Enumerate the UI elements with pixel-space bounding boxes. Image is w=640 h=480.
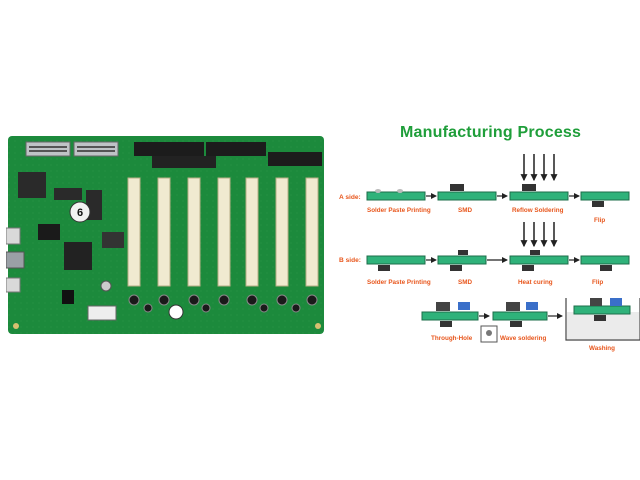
b-step-2-label: SMD: [458, 279, 472, 286]
th-step-2-label: Wave soldering: [500, 335, 547, 342]
top-header-2: [206, 142, 266, 156]
a-step-1-label: Solder Paste Printing: [367, 207, 431, 214]
top-connector-2: [73, 141, 119, 157]
top-connector-1: [25, 141, 71, 157]
a-step-3-label: Reflow Soldering: [512, 207, 564, 214]
b-side-row: [366, 222, 630, 271]
diagram-title: Manufacturing Process: [400, 124, 582, 141]
b-side-label: B side:: [339, 257, 361, 264]
a-side-row: [366, 154, 630, 207]
a-step-4-label: Flip: [594, 217, 606, 224]
pci-slot-7: [305, 177, 319, 287]
pci-slot-3: [187, 177, 201, 287]
capacitor-row: [128, 294, 318, 313]
pci-slot-4: [217, 177, 231, 287]
a-step2-plate: [437, 191, 497, 201]
pci-slot-2: [157, 177, 171, 287]
side-port-1: [5, 251, 25, 269]
pcb-board-image: 6: [5, 132, 328, 340]
b-step-4-label: Flip: [592, 279, 604, 286]
pci-slot-5: [245, 177, 259, 287]
top-header-1: [134, 142, 204, 156]
th-step-3-label: Washing: [589, 345, 616, 352]
bottom-connector: [87, 305, 117, 321]
b-heat-arrows: [520, 222, 558, 248]
a-step-2-label: SMD: [458, 207, 472, 214]
top-header-3: [268, 152, 322, 166]
a-step1-plate: [366, 191, 426, 201]
th-step-1-label: Through-Hole: [431, 335, 473, 342]
b-step-3-label: Heat curing: [518, 279, 553, 286]
top-header-4: [152, 156, 216, 168]
slot-number-label: 6: [77, 207, 83, 219]
a-reflow-arrows: [520, 154, 558, 182]
slot-number-label-bg: [69, 201, 91, 223]
a-step3-plate: [509, 191, 569, 201]
washing-tank: [565, 298, 640, 341]
pcb-board-graphic: 6: [5, 136, 324, 334]
main-chip: [64, 242, 92, 270]
a-step4-plate: [580, 191, 630, 201]
a-step2-component: [450, 184, 464, 191]
process-diagram: [366, 154, 640, 343]
chip-1: [18, 172, 46, 198]
pci-slots: [127, 177, 319, 287]
pci-slot-6: [275, 177, 289, 287]
b-step-1-label: Solder Paste Printing: [367, 279, 431, 286]
through-hole-row: [421, 298, 640, 343]
a-side-label: A side:: [339, 194, 361, 201]
pci-slot-1: [127, 177, 141, 287]
th-component-blue: [458, 302, 470, 310]
